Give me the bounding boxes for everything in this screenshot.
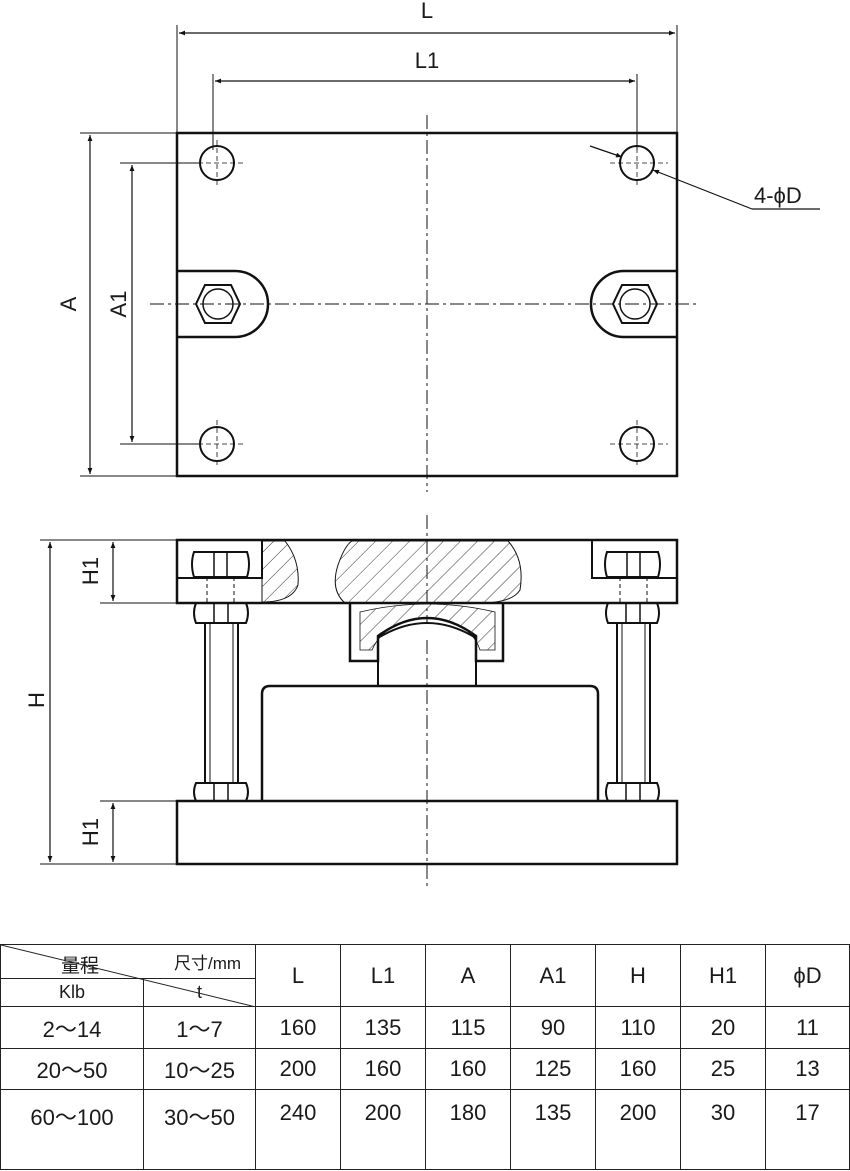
rod-left [204, 622, 239, 784]
column-header: L [255, 944, 341, 1007]
table-cell: 160 [255, 1006, 341, 1049]
left-bolt-lug [177, 269, 270, 339]
dim-label-L: L [421, 0, 433, 23]
table-cell: 110 [595, 1006, 681, 1049]
table-cell: 30～50 [143, 1089, 256, 1170]
table-cell: 2～14 [0, 1006, 144, 1049]
upper-plate-section-center [334, 540, 522, 604]
header-corner-cell: 量程 尺寸/mm [0, 944, 256, 1007]
table-cell: 20～50 [0, 1048, 144, 1090]
table-cell: 10～25 [143, 1048, 256, 1090]
dim-label-H1-top: H1 [78, 557, 103, 585]
dim-label-A1: A1 [106, 291, 131, 318]
table-cell: 160 [340, 1048, 426, 1090]
upper-plate-section-left [261, 540, 299, 603]
column-header: A1 [510, 944, 596, 1007]
corner-hole [610, 140, 668, 186]
table-cell: 60～100 [0, 1089, 144, 1170]
load-cell-body [260, 684, 600, 801]
table-cell: 20 [680, 1006, 766, 1049]
table-cell: 13 [765, 1048, 850, 1090]
table-unit-row: Klb t [0, 978, 850, 1007]
lower-plate [175, 799, 679, 866]
rod-right [616, 622, 651, 784]
table-header-row: 量程 尺寸/mm L L1 A A1 H H1 ϕD [0, 944, 850, 1007]
diagonal-divider [1, 945, 256, 1007]
table-cell: 11 [765, 1006, 850, 1049]
column-header: ϕD [765, 944, 850, 1007]
table-cell: 180 [425, 1089, 511, 1170]
table-cell: 1～7 [143, 1006, 256, 1049]
mid-nut-left [193, 602, 249, 624]
table-cell: 200 [340, 1089, 426, 1170]
dim-label-H1-bottom: H1 [78, 818, 103, 846]
hole-callout-label: 4-ϕD [754, 183, 802, 208]
mid-nut-right [605, 602, 660, 624]
table-cell: 125 [510, 1048, 596, 1090]
table-row: 60～100 30～50 240 200 180 135 200 30 17 [0, 1089, 850, 1170]
upper-nut-left [191, 551, 250, 578]
table-cell: 160 [425, 1048, 511, 1090]
side-view [40, 515, 679, 890]
lower-nut-right [605, 782, 660, 802]
top-plate-outline [175, 131, 679, 478]
table-cell: 135 [340, 1006, 426, 1049]
table-cell: 160 [595, 1048, 681, 1090]
column-header: H [595, 944, 681, 1007]
column-header: H1 [680, 944, 766, 1007]
table-row: 2～14 1～7 160 135 115 90 110 20 11 [0, 1006, 850, 1049]
technical-drawing: L L1 A A1 4-ϕD [24, 0, 820, 890]
column-header: A [425, 944, 511, 1007]
lower-nut-left [193, 782, 249, 802]
dim-label-A: A [56, 296, 81, 311]
corner-hole [610, 420, 668, 468]
dimension-label: 尺寸/mm [174, 954, 242, 973]
table-cell: 200 [255, 1048, 341, 1090]
table-cell: 115 [425, 1006, 511, 1049]
upper-nut-right [604, 551, 661, 578]
capacity-label: 量程 [61, 956, 100, 977]
table-cell: 17 [765, 1089, 850, 1170]
table-cell: 240 [255, 1089, 341, 1170]
table-cell: 90 [510, 1006, 596, 1049]
table-cell: 135 [510, 1089, 596, 1170]
table-row: 20～50 10～25 200 160 160 125 160 25 13 [0, 1048, 850, 1090]
table-cell: 30 [680, 1089, 766, 1170]
dim-label-H: H [24, 692, 49, 708]
top-view [80, 25, 820, 492]
column-header: L1 [340, 944, 426, 1007]
dimension-table: 量程 尺寸/mm L L1 A A1 H H1 ϕD Klb t 2～14 1～… [0, 944, 850, 1170]
table-cell: 200 [595, 1089, 681, 1170]
table-cell: 25 [680, 1048, 766, 1090]
dim-label-L1: L1 [415, 48, 439, 73]
right-bolt-lug [589, 269, 677, 339]
